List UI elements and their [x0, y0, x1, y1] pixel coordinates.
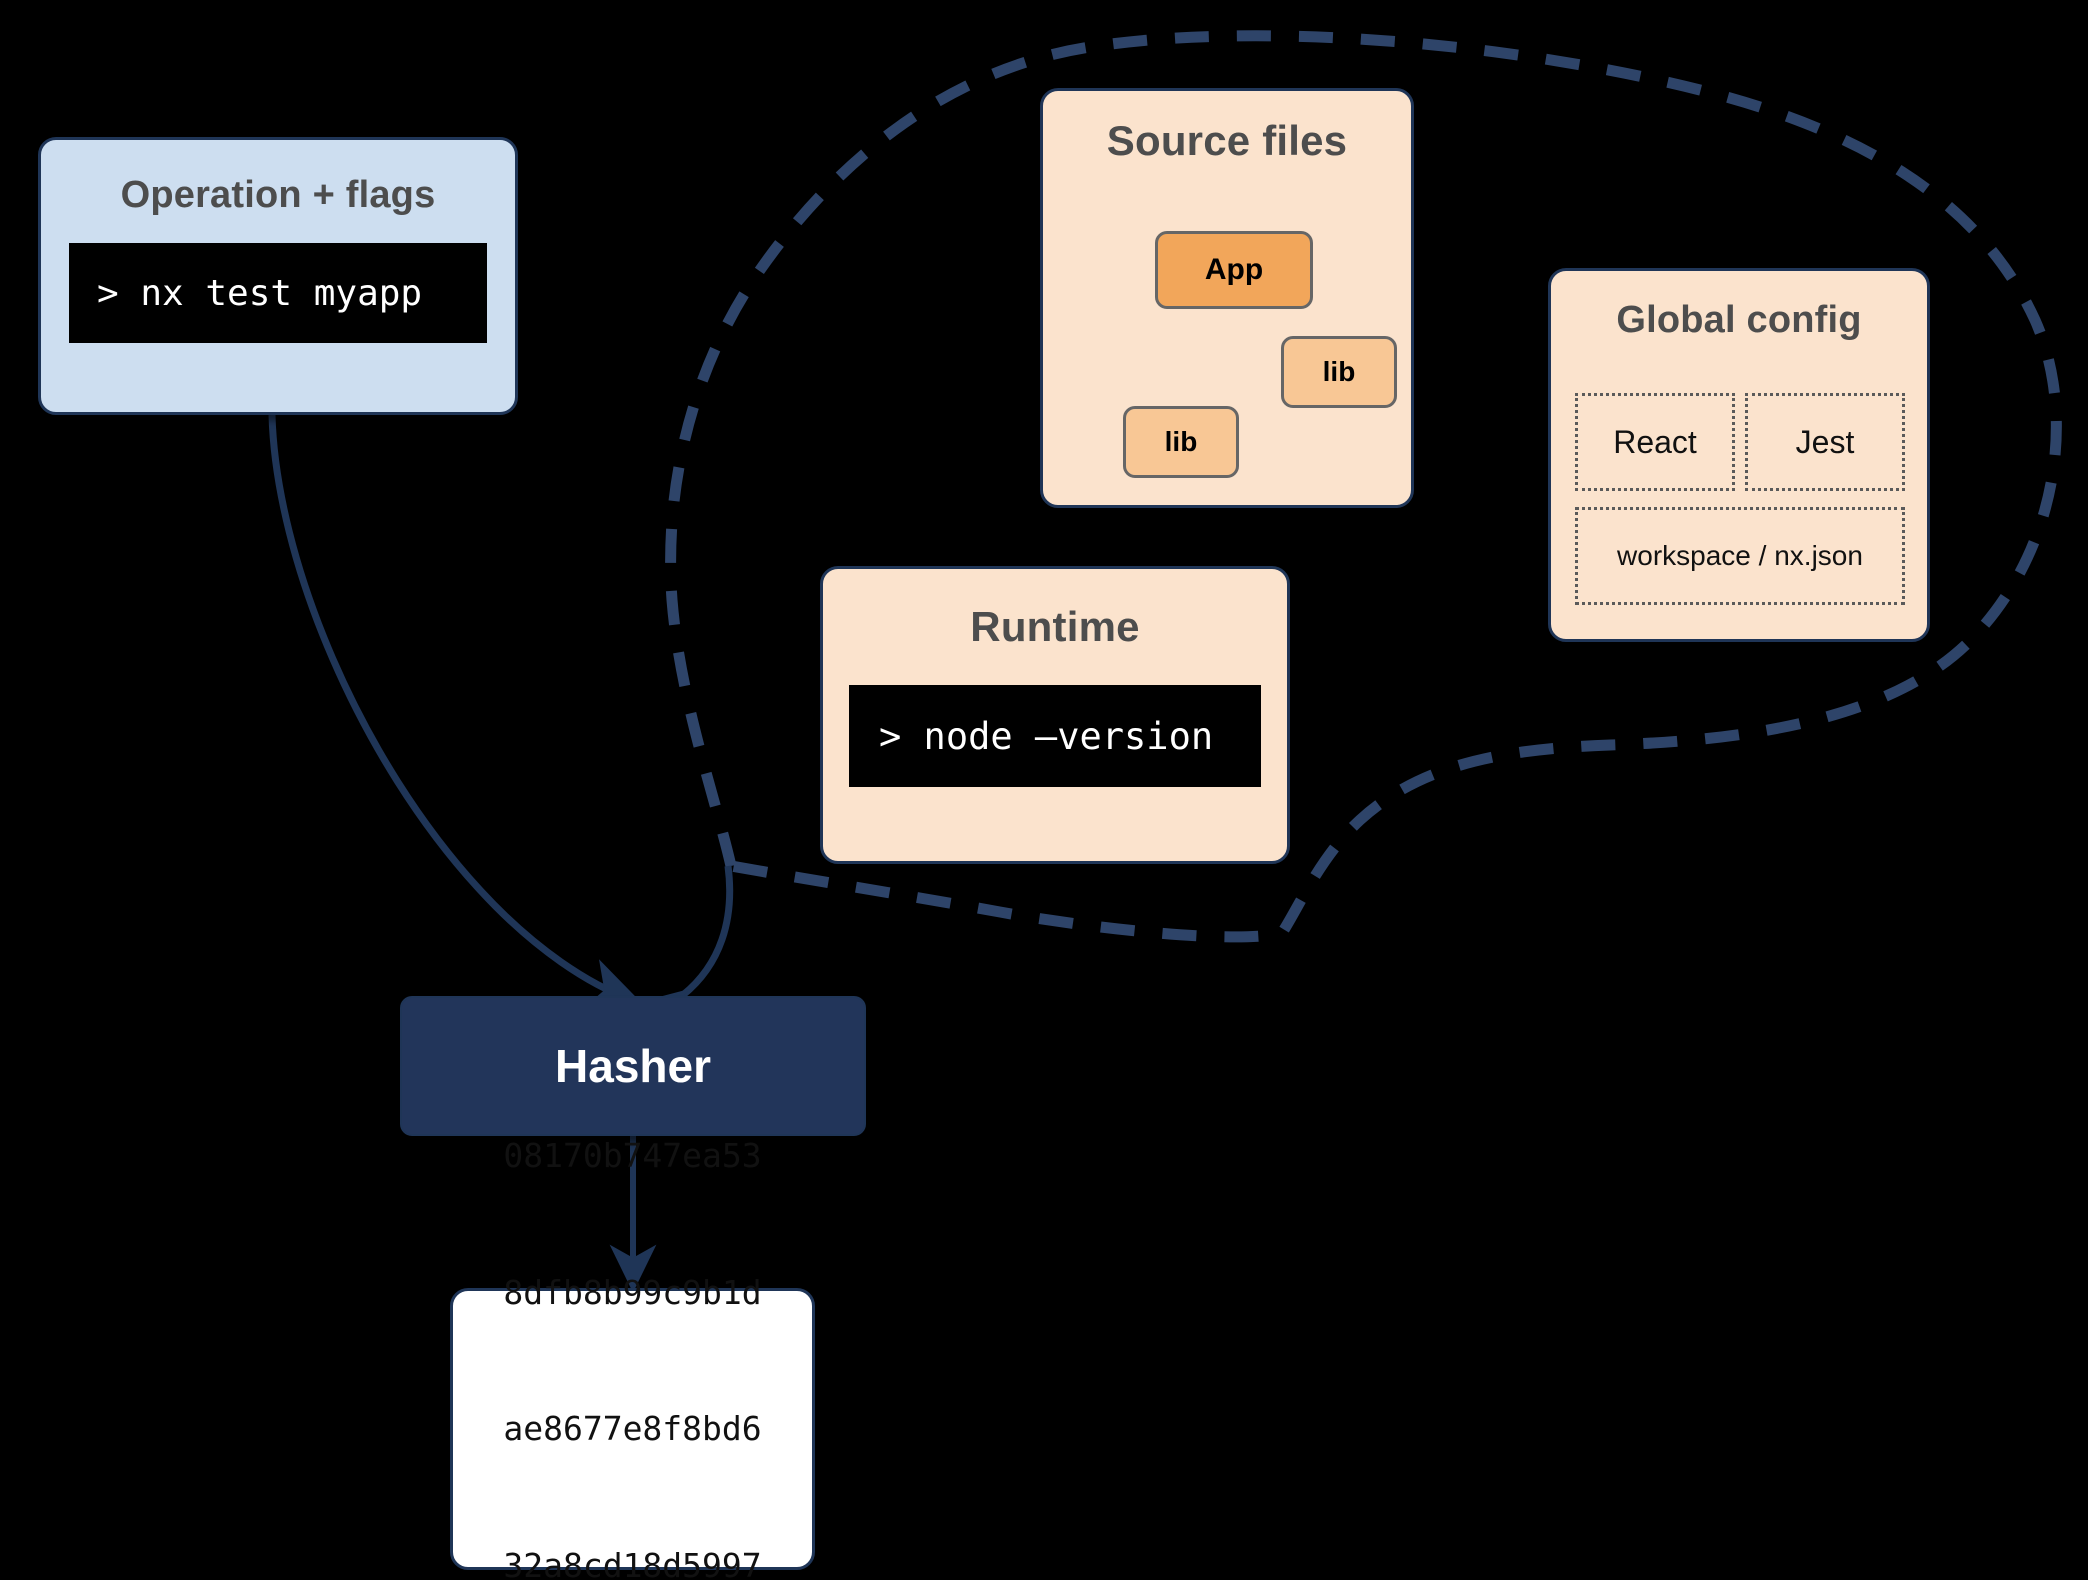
global-config-cell-jest-label: Jest [1795, 423, 1855, 460]
global-config-cell-jest: Jest [1745, 393, 1905, 491]
arrow-operation-to-hasher [268, 414, 643, 1011]
hasher-card: Hasher [400, 996, 866, 1136]
global-config-cell-react-label: React [1613, 423, 1697, 460]
global-config-title: Global config [1616, 299, 1862, 341]
operation-command-text: > nx test myapp [97, 272, 423, 314]
global-config-card: Global config React Jest workspace / nx.… [1548, 268, 1930, 642]
runtime-title: Runtime [970, 603, 1140, 650]
global-config-cell-react: React [1575, 393, 1735, 491]
global-config-cell-workspace: workspace / nx.json [1575, 507, 1905, 605]
source-node-app: App [1155, 231, 1313, 309]
hash-output-card: 08170b747ea53 8dfb8b99c9b1d ae8677e8f8bd… [450, 1136, 815, 1580]
source-node-lib-right-label: lib [1322, 356, 1356, 387]
source-node-app-label: App [1204, 253, 1264, 286]
operation-flags-title: Operation + flags [120, 174, 436, 216]
operation-command-terminal: > nx test myapp [69, 243, 487, 343]
source-node-lib-right: lib [1281, 336, 1397, 408]
global-config-cell-workspace-label: workspace / nx.json [1617, 540, 1863, 571]
runtime-command-text: > node –version [879, 714, 1214, 758]
hash-line: ae8677e8f8bd6 [503, 1409, 762, 1449]
runtime-command-terminal: > node –version [849, 685, 1261, 787]
source-node-lib-left-label: lib [1164, 426, 1198, 457]
hash-line: 32a8cd18d5997 [503, 1545, 762, 1580]
source-files-card: Source files App lib lib [1040, 88, 1414, 508]
hash-line: 8dfb8b99c9b1d [503, 1272, 762, 1312]
operation-flags-card: Operation + flags > nx test myapp [38, 137, 518, 415]
source-files-title: Source files [1106, 117, 1348, 164]
arrow-inputs-to-hasher [629, 865, 734, 1043]
hash-line: 08170b747ea53 [503, 1136, 762, 1176]
runtime-card: Runtime > node –version [820, 566, 1290, 864]
hash-output-text: 08170b747ea53 8dfb8b99c9b1d ae8677e8f8bd… [503, 1042, 761, 1580]
hasher-label: Hasher [555, 1040, 711, 1092]
source-node-lib-left: lib [1123, 406, 1239, 478]
hash-inputs-boundary [665, 30, 2062, 943]
